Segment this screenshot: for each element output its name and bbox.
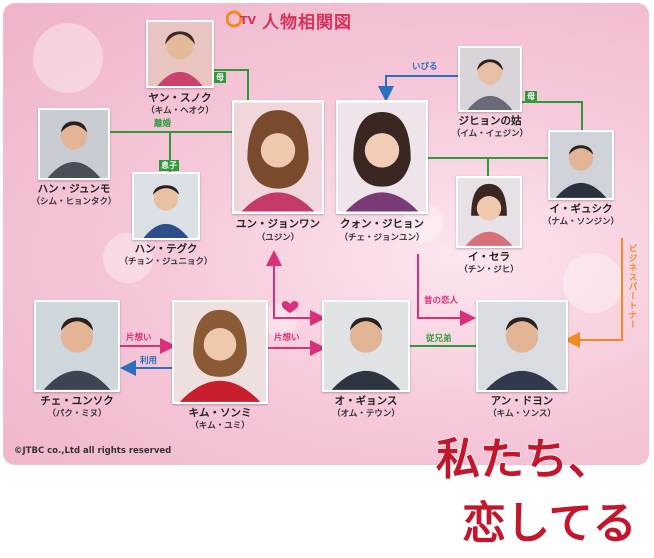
- actor-yun: （ユジン）: [256, 233, 300, 243]
- line-ex-lover: [417, 254, 476, 326]
- name-han-junmo: ハン・ジュンモ: [37, 183, 111, 195]
- actor-chae: （パク・ミヌ）: [47, 409, 107, 419]
- portrait-yun: [232, 100, 324, 214]
- line-mother-right: [520, 101, 583, 130]
- portrait-chae: [34, 300, 120, 392]
- line-heart: [266, 250, 326, 326]
- name-gyushik: イ・ギュシク: [549, 203, 613, 215]
- label-one-sided-1: 片想い: [126, 333, 152, 343]
- page-title: 人物相関図: [262, 13, 352, 33]
- line-business: [564, 238, 623, 348]
- portrait-oh: [322, 300, 410, 392]
- actor-mother-in-law: （イム・イェジン）: [451, 129, 529, 139]
- label-ex-lover: 昔の恋人: [424, 296, 459, 306]
- line-bully: [378, 75, 458, 102]
- label-cousin: 従兄弟: [426, 334, 452, 344]
- portrait-yan: [146, 20, 214, 88]
- bokeh-decoration: [103, 233, 153, 283]
- label-mother-left: 母: [214, 72, 226, 83]
- label-business-partner: ビジネスパートナー: [627, 244, 637, 330]
- bokeh-decoration: [563, 253, 623, 313]
- heart-icon: [281, 301, 299, 313]
- name-han-teguk: ハン・テグク: [134, 243, 198, 255]
- name-oh: オ・ギョンス: [334, 395, 398, 407]
- actor-kwon: （チェ・ジョンユン）: [339, 233, 425, 243]
- portrait-ahn: [476, 300, 568, 392]
- label-uses: 利用: [140, 356, 158, 366]
- actor-oh: （オム・テウン）: [332, 409, 400, 419]
- show-title-logo: 私たち、 恋してる: [435, 433, 637, 550]
- actor-han-junmo: （シム・ヒョンタク）: [31, 197, 117, 207]
- show-title-line2: 恋してる: [462, 498, 637, 549]
- actor-gyushik: （ナム・ソンジン）: [542, 217, 620, 227]
- actor-yan: （キム・ヘオク）: [146, 106, 214, 116]
- label-bully: いびる: [412, 62, 438, 72]
- portrait-han-junmo: [38, 108, 110, 180]
- portrait-kim: [172, 300, 268, 404]
- portrait-gyushik: [548, 130, 614, 200]
- actor-ahn: （キム・ソンス）: [488, 409, 556, 419]
- portrait-mother-in-law: [458, 46, 522, 112]
- label-son: 息子: [159, 160, 179, 171]
- actor-kim: （キム・ユミ）: [190, 421, 250, 431]
- name-yan: ヤン・スノク: [148, 92, 212, 104]
- tv-logo: TV: [225, 8, 262, 34]
- logo-text: TV: [240, 14, 257, 27]
- name-kim: キム・ソンミ: [188, 407, 252, 419]
- name-yun: ユン・ジョンワン: [236, 218, 320, 230]
- show-title-line1: 私たち、: [436, 434, 612, 485]
- portrait-han-teguk: [132, 172, 200, 240]
- line-mother-left: [214, 69, 249, 100]
- portrait-sera: [456, 176, 522, 248]
- name-kwon: クォン・ジヒョン: [340, 218, 424, 230]
- actor-sera: （チン・ジヒ）: [459, 265, 519, 275]
- label-one-sided-2: 片想い: [274, 333, 300, 343]
- actor-han-teguk: （チョン・ジュニョク）: [119, 257, 213, 267]
- portrait-kwon: [336, 100, 428, 214]
- name-sera: イ・セラ: [468, 251, 510, 263]
- name-mother-in-law: ジヒョンの姑: [458, 115, 522, 127]
- label-mother-right: 母: [525, 91, 537, 102]
- bokeh-decoration: [33, 23, 103, 93]
- label-divorce: 離婚: [154, 119, 172, 129]
- copyright-text: ©JTBC co.,Ltd all rights reserved: [14, 446, 172, 456]
- name-ahn: アン・ドヨン: [490, 395, 554, 407]
- name-chae: チェ・ユンソク: [40, 395, 114, 407]
